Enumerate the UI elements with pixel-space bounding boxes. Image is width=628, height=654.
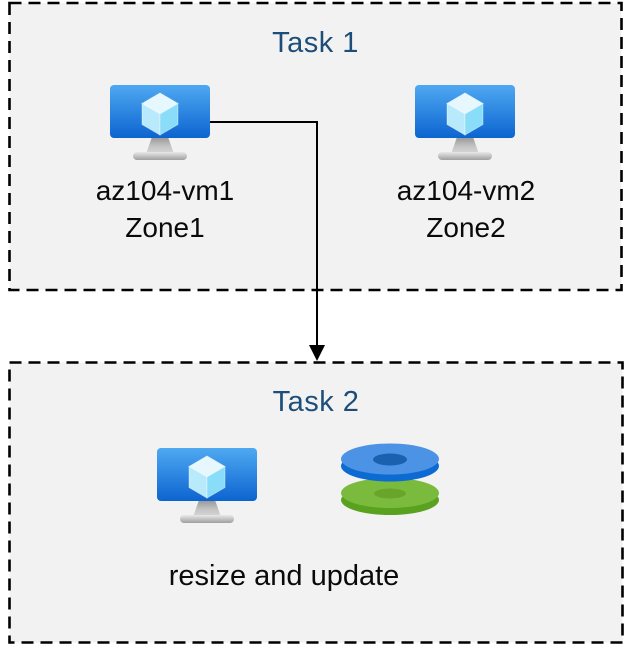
task1-title: Task 1: [272, 27, 359, 59]
connector-line: [210, 121, 318, 346]
task2-title: Task 2: [272, 386, 360, 418]
task2-box: [8, 361, 624, 644]
task2-caption: resize and update: [168, 560, 400, 592]
vm2-zone: Zone2: [426, 212, 506, 243]
task2-virtual-machine-icon: [156, 447, 258, 524]
vm1-name: az104-vm1: [95, 175, 235, 206]
vm1-zone: Zone1: [125, 212, 205, 243]
vm2-label: az104-vm2 Zone2: [356, 172, 576, 246]
task1-box: [8, 1, 623, 292]
vm1-label: az104-vm1 Zone1: [55, 172, 275, 246]
vm2-virtual-machine-icon: [414, 84, 516, 161]
connector-arrowhead-icon: [309, 345, 325, 361]
vm1-virtual-machine-icon: [109, 84, 211, 161]
vm2-name: az104-vm2: [396, 175, 536, 206]
task2-managed-disks-icon: [341, 443, 439, 515]
